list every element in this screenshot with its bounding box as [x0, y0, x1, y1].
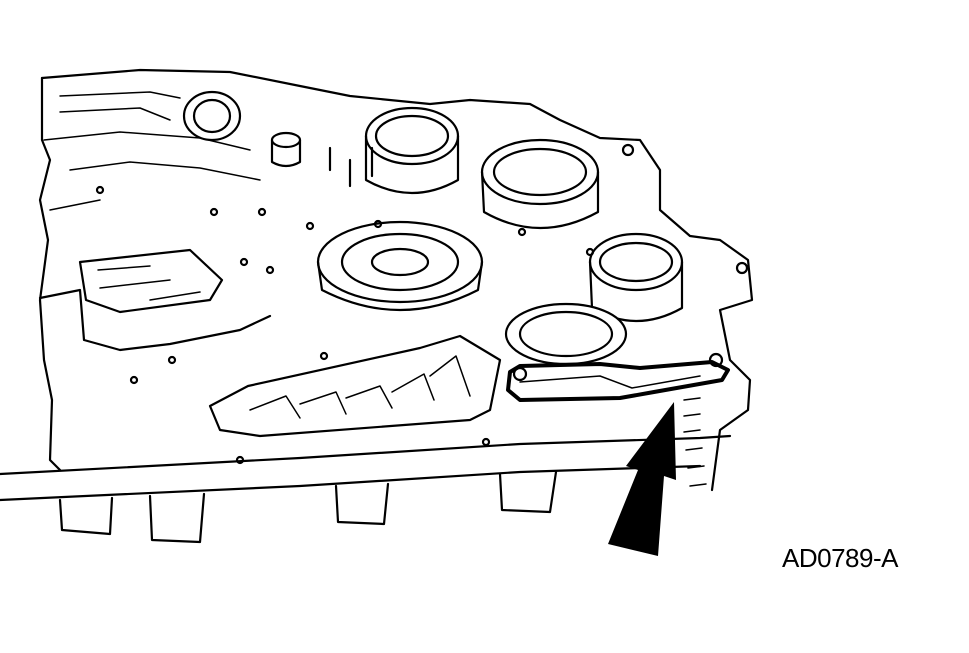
- gasket-bolt-right: [708, 352, 724, 368]
- pan-lugs: [58, 470, 558, 544]
- arrow-icon: [608, 402, 676, 556]
- casting-outline: [40, 68, 754, 492]
- bore-4-inner: [518, 310, 614, 358]
- bore-1-inner: [374, 114, 450, 158]
- figure-code: AD0789-A: [782, 543, 898, 573]
- center-boss-side: [316, 260, 484, 311]
- ribbed-cover-ribs: [249, 355, 471, 419]
- side-ticks: [683, 397, 707, 487]
- pan-rail-bottom: [0, 464, 702, 502]
- inner-rim: [49, 161, 261, 211]
- center-boss-hub: [370, 247, 430, 277]
- plate-left-slots: [97, 265, 201, 301]
- small-post: [270, 138, 302, 168]
- left-bracket: [38, 288, 272, 352]
- round-fitting: [182, 90, 242, 142]
- gasket-bolt-left: [512, 366, 528, 382]
- bore-2-wall: [480, 170, 600, 230]
- gasket-inner: [519, 375, 701, 389]
- small-post-top: [270, 131, 302, 149]
- holes: [95, 143, 749, 465]
- ribbed-cover: [208, 334, 502, 438]
- casting-left-edge: [38, 76, 62, 472]
- gasket: [506, 360, 730, 402]
- top-rim: [43, 91, 251, 151]
- bore-1-wall: [364, 134, 460, 194]
- pan-rail-top: [0, 434, 732, 476]
- bore-3-inner: [598, 241, 674, 283]
- separator-plate-left: [78, 248, 224, 314]
- center-boss-ring: [340, 232, 460, 292]
- round-fitting-inner: [192, 98, 232, 134]
- bore-2-inner: [492, 147, 588, 197]
- post-pair: [328, 146, 374, 188]
